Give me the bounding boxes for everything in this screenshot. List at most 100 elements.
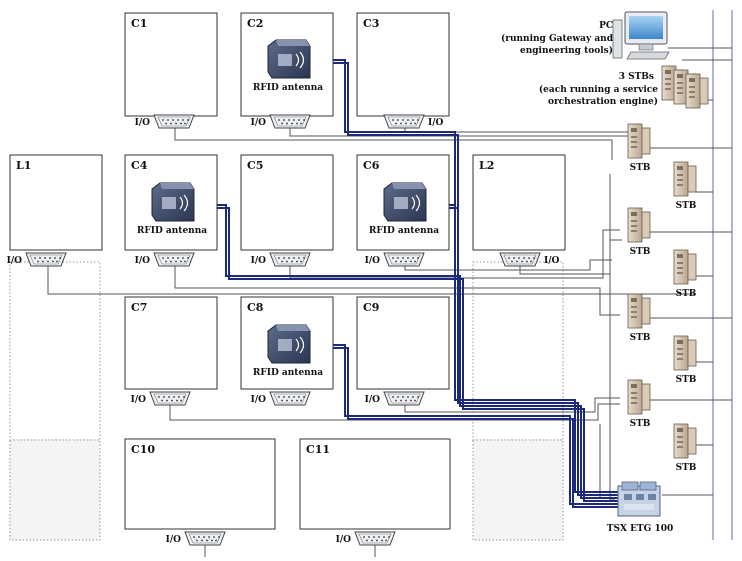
cell-l2: L2 — [472, 154, 566, 251]
cell-box — [299, 438, 451, 530]
io-connector: I/O — [365, 252, 425, 267]
stb-unit: STB — [627, 379, 651, 429]
cell-label: C6 — [363, 159, 380, 172]
serial-port-icon — [25, 252, 67, 267]
cell-label: C5 — [247, 159, 263, 172]
cell-label: C9 — [363, 301, 379, 314]
rfid-label: RFID antenna — [137, 226, 207, 236]
stbs-desc-line1: (each running a service — [539, 84, 658, 95]
serial-port-icon — [269, 252, 311, 267]
io-label: I/O — [7, 256, 22, 266]
io-connector: I/O — [7, 252, 67, 267]
io-label: I/O — [135, 256, 150, 266]
cell-label: C7 — [131, 301, 147, 314]
stb-unit: STB — [673, 161, 697, 211]
stb-label: STB — [630, 333, 651, 343]
pc-desc-line2: engineering tools) — [520, 45, 613, 56]
cell-c7: C7 — [124, 296, 218, 390]
cell-box — [240, 154, 334, 251]
serial-port-icon — [383, 114, 425, 129]
cell-box — [472, 154, 566, 251]
io-label: I/O — [365, 256, 380, 266]
stb-label: STB — [676, 375, 697, 385]
io-connector: I/O — [336, 531, 396, 546]
stb-module-icon — [673, 335, 697, 371]
rfid-label: RFID antenna — [253, 83, 323, 93]
cell-c1: C1 — [124, 12, 218, 117]
cell-label: L1 — [16, 159, 31, 172]
stb-module-icon — [627, 207, 651, 243]
cell-box — [356, 12, 450, 117]
rfid-antenna-icon — [151, 182, 195, 222]
rfid-antenna: RFID antenna — [137, 182, 207, 236]
io-label: I/O — [428, 118, 443, 128]
rfid-label: RFID antenna — [369, 226, 439, 236]
gateway-device-icon — [617, 481, 661, 517]
io-connector: I/O — [251, 391, 311, 406]
stb-module-icon — [685, 73, 709, 109]
cell-label: L2 — [479, 159, 494, 172]
io-label: I/O — [251, 395, 266, 405]
cell-label: C10 — [131, 443, 155, 456]
serial-port-icon — [149, 391, 191, 406]
io-connector: I/O — [131, 391, 191, 406]
cell-label: C3 — [363, 17, 379, 30]
hub-label: TSX ETG 100 — [607, 524, 673, 534]
cell-box — [356, 296, 450, 390]
cell-label: C1 — [131, 17, 147, 30]
io-connector: I/O — [135, 114, 195, 129]
stb-module-icon — [673, 249, 697, 285]
cell-label: C8 — [247, 301, 264, 314]
stb-unit: STB — [627, 207, 651, 257]
io-label: I/O — [544, 256, 559, 266]
stbs-desc-line2: orchestration engine) — [548, 96, 658, 107]
cell-c10: C10 — [124, 438, 276, 530]
io-connector: I/O — [251, 252, 311, 267]
rfid-antenna-icon — [383, 182, 427, 222]
serial-port-icon — [269, 114, 311, 129]
serial-port-icon — [153, 114, 195, 129]
stb-module-icon — [627, 379, 651, 415]
cell-label: C4 — [131, 159, 148, 172]
cell-box — [124, 438, 276, 530]
stb-label: STB — [630, 163, 651, 173]
io-label: I/O — [251, 118, 266, 128]
serial-port-icon — [499, 252, 541, 267]
io-label: I/O — [365, 395, 380, 405]
cell-l1: L1 — [9, 154, 103, 251]
cell-c11: C11 — [299, 438, 451, 530]
rfid-antenna-icon — [267, 324, 311, 364]
rfid-antenna: RFID antenna — [253, 39, 323, 93]
serial-port-icon — [184, 531, 226, 546]
cell-box — [124, 296, 218, 390]
rfid-label: RFID antenna — [253, 368, 323, 378]
serial-port-icon — [383, 391, 425, 406]
tsx-etg-100-gateway: TSX ETG 100 — [607, 481, 673, 534]
io-connector: I/O — [166, 531, 226, 546]
io-connector: I/O — [499, 252, 559, 267]
blue-network-cables — [192, 59, 620, 508]
dashed-placeholder-areas — [9, 261, 564, 541]
rfid-antenna-icon — [267, 39, 311, 79]
stb-module-icon — [627, 123, 651, 159]
stb-unit: STB — [673, 423, 697, 473]
io-label: I/O — [336, 535, 351, 545]
pc-desc-line1: (running Gateway and — [501, 33, 614, 44]
stb-label: STB — [630, 419, 651, 429]
serial-port-icon — [269, 391, 311, 406]
serial-port-icon — [383, 252, 425, 267]
pc-workstation: PC (running Gateway and engineering tool… — [501, 11, 670, 60]
io-label: I/O — [131, 395, 146, 405]
cell-box — [124, 12, 218, 117]
stb-module-icon — [673, 423, 697, 459]
pc-title: PC — [599, 21, 613, 31]
stb-module-icon — [673, 161, 697, 197]
gray-io-cables — [47, 10, 733, 557]
rfid-antenna: RFID antenna — [253, 324, 323, 378]
l2-lower-dashed-area — [472, 439, 564, 541]
l1-dashed-area — [9, 261, 101, 441]
stbs-title: 3 STBs — [619, 72, 654, 82]
